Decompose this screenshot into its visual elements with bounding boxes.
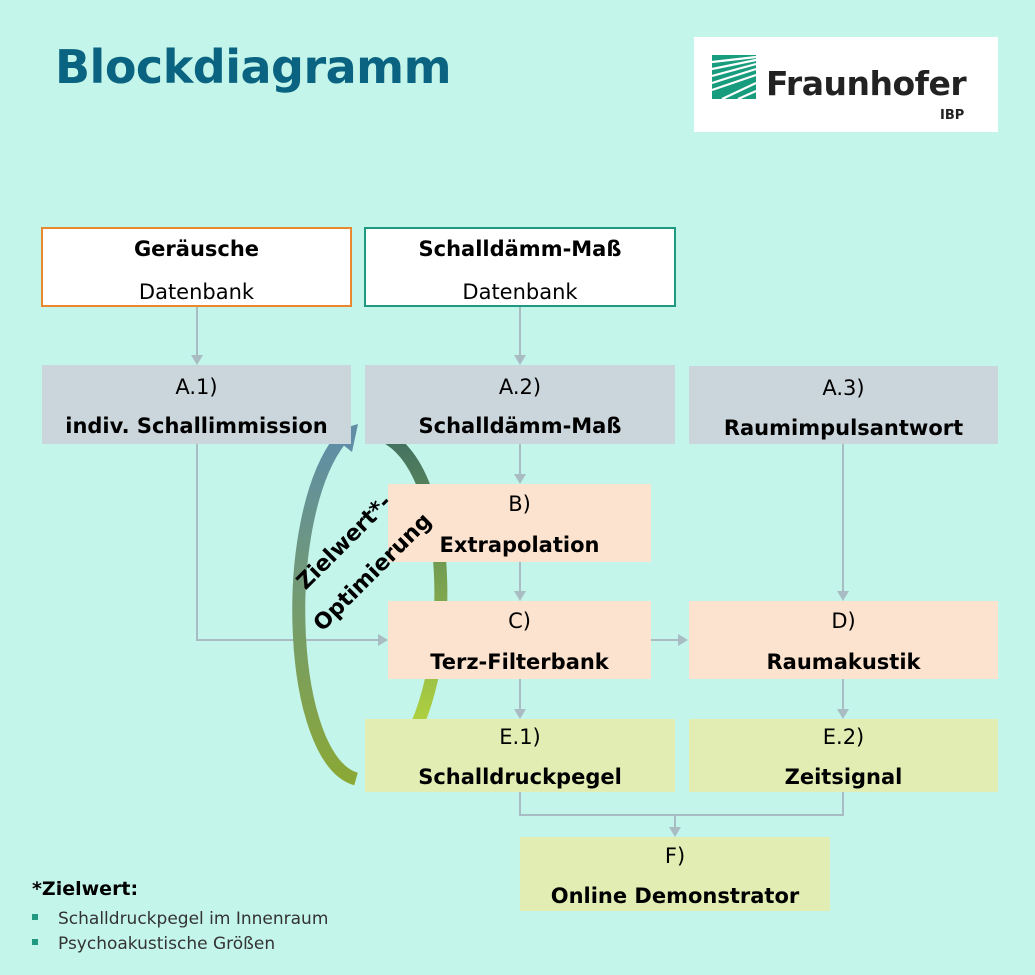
logo-wordmark: Fraunhofer: [766, 64, 967, 103]
box-a3: A.3) Raumimpulsantwort: [689, 366, 998, 444]
arrowhead-a2: [514, 355, 526, 365]
box-geraeusche: Geräusche Datenbank: [41, 227, 352, 307]
arrowhead-f: [669, 827, 681, 837]
box-c: C) Terz-Filterbank: [388, 601, 651, 679]
box-d-label: Raumakustik: [766, 650, 921, 674]
box-b: B) Extrapolation: [388, 484, 651, 562]
box-e2: E.2) Zeitsignal: [689, 719, 998, 792]
logo-subtitle: IBP: [940, 108, 965, 123]
box-d: D) Raumakustik: [689, 601, 998, 679]
box-e1-id: E.1): [499, 725, 541, 749]
cycle-arrow-left: [292, 436, 359, 786]
box-a2: A.2) Schalldämm-Maß: [365, 365, 675, 444]
box-b-id: B): [508, 492, 531, 516]
box-a2-id: A.2): [498, 375, 542, 399]
box-schalldaemm-db-sub: Datenbank: [462, 280, 578, 304]
box-c-id: C): [508, 609, 531, 633]
box-a3-label: Raumimpulsantwort: [723, 416, 964, 440]
bullet-icon: [32, 914, 38, 920]
fraunhofer-logo: Fraunhofer IBP: [694, 37, 998, 132]
page-title: Blockdiagramm: [55, 40, 452, 94]
connector-e-f: [519, 792, 844, 816]
box-f-label: Online Demonstrator: [550, 884, 800, 908]
box-e1-label: Schalldruckpegel: [418, 765, 622, 789]
connector-a1-c: [196, 444, 380, 641]
arrowhead-d-top: [837, 591, 849, 601]
box-e2-id: E.2): [822, 725, 865, 749]
box-d-id: D): [831, 609, 856, 633]
fraunhofer-logo-mark-icon: [712, 55, 756, 99]
box-a1-id: A.1): [175, 375, 218, 399]
box-a2-label: Schalldämm-Maß: [418, 414, 622, 438]
box-b-label: Extrapolation: [439, 533, 600, 557]
box-schalldaemm-db: Schalldämm-Maß Datenbank: [364, 227, 676, 307]
bullet-icon: [32, 939, 38, 945]
box-a1-label: indiv. Schallimmission: [65, 414, 328, 438]
box-e1: E.1) Schalldruckpegel: [365, 719, 675, 792]
arrowhead-c-left: [378, 634, 388, 646]
footnote-item: Psychoakustische Größen: [32, 934, 275, 954]
box-a3-id: A.3): [822, 376, 865, 400]
box-a1: A.1) indiv. Schallimmission: [42, 365, 351, 444]
arrowhead-e2: [837, 709, 849, 719]
arrowhead-e1: [514, 709, 526, 719]
arrowhead-a1: [191, 355, 203, 365]
box-schalldaemm-db-title: Schalldämm-Maß: [418, 237, 622, 261]
box-geraeusche-sub: Datenbank: [138, 280, 255, 304]
arrowhead-c: [514, 591, 526, 601]
box-f: F) Online Demonstrator: [520, 837, 830, 911]
box-geraeusche-title: Geräusche: [133, 237, 260, 261]
arrowhead-d: [678, 634, 688, 646]
box-c-label: Terz-Filterbank: [430, 650, 609, 674]
box-f-id: F): [664, 844, 686, 868]
arrowhead-b: [514, 474, 526, 484]
box-e2-label: Zeitsignal: [784, 765, 903, 789]
footnote-item: Schalldruckpegel im Innenraum: [32, 909, 328, 929]
footnote-heading: *Zielwert:: [32, 878, 139, 900]
cycle-arrow-right: [370, 425, 448, 773]
